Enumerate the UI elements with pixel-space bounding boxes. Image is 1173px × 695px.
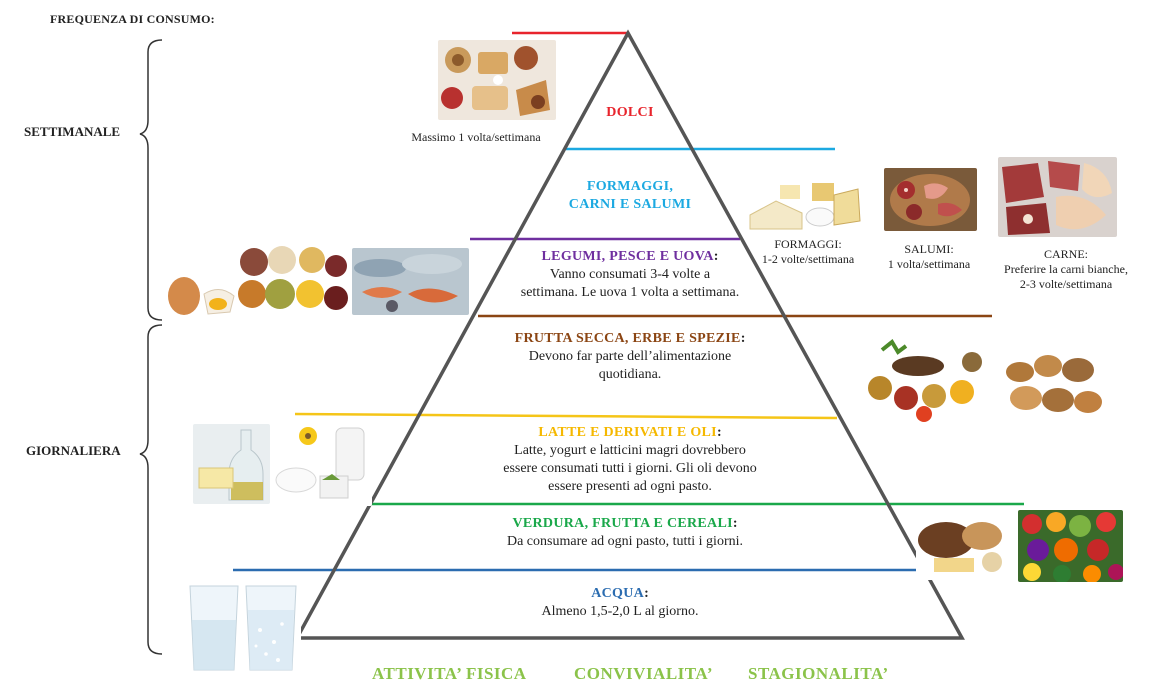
tier-formaggi-title-2: CARNI E SALUMI	[568, 197, 692, 212]
fish-image	[352, 248, 469, 315]
tier-legumi-desc-2: settimana. Le uova 1 volta a settimana.	[520, 285, 740, 300]
pyramid-outline	[294, 29, 965, 640]
tier-frutta-secca-desc-2: quotidiana.	[598, 367, 662, 382]
desserts-image	[438, 40, 556, 120]
frequency-title: FREQUENZA DI CONSUMO:	[50, 12, 215, 26]
tier-latte-desc-1: Latte, yogurt e latticini magri dovrebbe…	[514, 443, 746, 458]
tier-latte-desc-2: essere consumati tutti i giorni. Gli oli…	[503, 461, 757, 476]
caption-carne: CARNE: Preferire la carni bianche, 2-3 v…	[1004, 247, 1128, 291]
tier-latte-title: LATTE E DERIVATI E OLI	[538, 425, 717, 440]
caption-dolci: Massimo 1 volta/settimana	[411, 130, 541, 144]
tier-dolci-title: DOLCI	[606, 105, 654, 120]
tier-acqua-title: ACQUA	[591, 586, 645, 601]
bottom-word-stagionalita: STAGIONALITA’	[748, 664, 889, 683]
bread-cereals-image	[916, 514, 1013, 580]
tier-formaggi-title-1: FORMAGGI,	[586, 179, 674, 194]
caption-formaggi: FORMAGGI: 1-2 volte/settimana	[761, 237, 855, 266]
latte-top-line	[294, 412, 838, 420]
tier-acqua: ACQUA: Almeno 1,5-2,0 L al giorno.	[480, 585, 760, 621]
vegetables-fruits-image	[1018, 510, 1123, 582]
tier-frutta-secca-title: FRUTTA SECCA, ERBE E SPEZIE	[514, 331, 741, 346]
weekly-bracket	[139, 39, 163, 321]
tier-legumi: LEGUMI, PESCE E UOVA: Vanno consumati 3-…	[480, 248, 780, 302]
tier-verdura: VERDURA, FRUTTA E CEREALI: Da consumare …	[440, 515, 810, 551]
tier-formaggi: FORMAGGI, CARNI E SALUMI	[520, 178, 740, 214]
daily-bracket	[139, 324, 163, 655]
water-glasses-image	[186, 580, 301, 675]
legumes-image	[236, 244, 348, 316]
tier-acqua-desc-1: Almeno 1,5-2,0 L al giorno.	[541, 604, 699, 619]
daily-label: GIORNALIERA	[26, 443, 121, 458]
bottom-word-attivita: ATTIVITA’ FISICA	[372, 664, 527, 683]
butter-oil-image	[193, 424, 270, 504]
tier-verdura-desc-1: Da consumare ad ogni pasto, tutti i gior…	[506, 534, 743, 549]
meat-image	[998, 157, 1117, 237]
tier-frutta-secca-desc-1: Devono far parte dell’alimentazione	[528, 349, 732, 364]
cured-meats-image	[884, 168, 977, 231]
tier-verdura-title: VERDURA, FRUTTA E CEREALI	[512, 516, 733, 531]
tier-latte: LATTE E DERIVATI E OLI: Latte, yogurt e …	[440, 424, 820, 496]
weekly-label: SETTIMANALE	[24, 124, 121, 139]
tier-frutta-secca: FRUTTA SECCA, ERBE E SPEZIE: Devono far …	[470, 330, 790, 384]
spices-image	[862, 336, 990, 422]
dairy-image	[274, 420, 372, 506]
tier-dolci: DOLCI	[560, 104, 700, 122]
cheese-image	[746, 175, 863, 235]
tier-legumi-title: LEGUMI, PESCE E UOVA	[541, 249, 714, 264]
bottom-word-convivialita: CONVIVIALITA’	[574, 664, 714, 683]
eggs-image	[162, 270, 238, 317]
tier-legumi-desc-1: Vanno consumati 3-4 volte a	[549, 267, 711, 282]
caption-salumi: SALUMI: 1 volta/settimana	[887, 242, 971, 271]
tier-latte-desc-3: essere presenti ad ogni pasto.	[548, 479, 712, 494]
nuts-image	[1000, 348, 1108, 424]
